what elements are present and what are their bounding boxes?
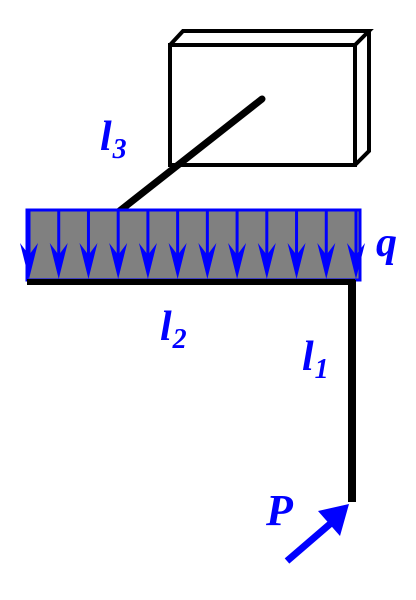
load-arrow-head (347, 243, 365, 279)
load-arrow-head (20, 243, 38, 279)
label-l3-sub: 3 (112, 134, 127, 165)
member-l3 (113, 95, 266, 217)
load-arrow (228, 210, 247, 279)
force-p-head (318, 504, 349, 536)
load-area (25, 208, 362, 282)
load-arrow-head (109, 243, 128, 279)
load-arrow (79, 210, 98, 279)
force-p-arrow (284, 504, 349, 564)
load-arrow-head (49, 243, 68, 279)
load-arrow (257, 210, 276, 279)
load-arrows (20, 210, 365, 279)
wall-support-box (168, 29, 374, 167)
box-front-face (168, 43, 357, 167)
load-arrow-head (138, 243, 157, 279)
label-l2-main: l (160, 304, 172, 350)
load-arrow-head (317, 243, 336, 279)
load-arrow (287, 210, 306, 279)
load-arrow (109, 210, 128, 279)
load-arrow (20, 210, 38, 279)
load-arrow (347, 210, 365, 279)
label-l3-main: l (100, 114, 112, 160)
box-side-face (353, 31, 371, 167)
label-p: P (265, 486, 294, 535)
load-arrow-head (287, 243, 306, 279)
load-arrow-head (79, 243, 98, 279)
load-arrow-head (198, 243, 217, 279)
load-arrow-head (257, 243, 276, 279)
label-l3: l3 (100, 114, 127, 165)
load-arrow (168, 210, 187, 279)
distributed-load-q (20, 208, 365, 282)
load-arrow-head (228, 243, 247, 279)
load-arrow (138, 210, 157, 279)
label-l1: l1 (302, 334, 329, 385)
label-l1-sub: 1 (315, 354, 329, 385)
load-arrow (317, 210, 336, 279)
label-l2-sub: 2 (172, 324, 187, 355)
label-l2: l2 (160, 304, 187, 355)
label-l1-main: l (302, 334, 314, 380)
box-top-face (168, 29, 374, 47)
load-arrow (49, 210, 68, 279)
label-q: q (376, 220, 397, 266)
force-p-shaft (284, 521, 333, 564)
load-arrow (198, 210, 217, 279)
load-arrow-head (168, 243, 187, 279)
